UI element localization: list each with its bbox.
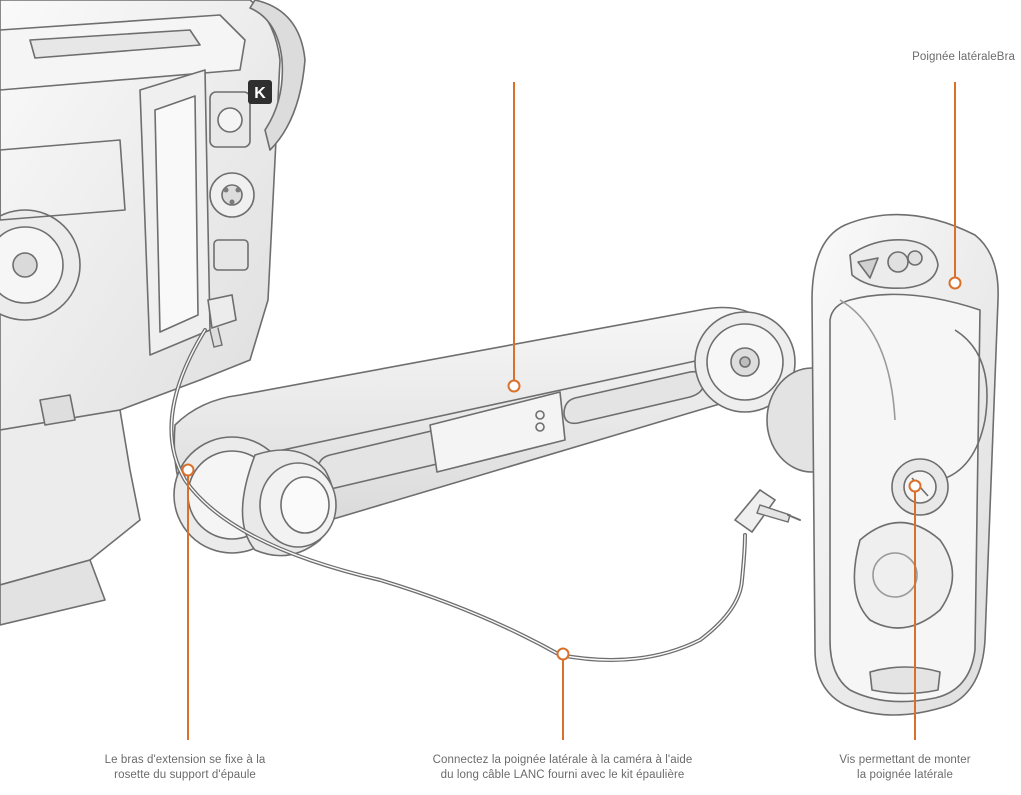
caption-mount-screw-line1: Vis permettant de monter	[839, 754, 971, 766]
caption-mount-screw: Vis permettant de monter la poignée laté…	[800, 753, 1010, 783]
callout-lines	[187, 82, 956, 740]
caption-side-handle: Poignée latéraleBra	[850, 50, 1015, 65]
callout-dot-rosette	[181, 463, 195, 477]
caption-extension-arm: Le bras d'extension se fixe à la rosette…	[60, 753, 310, 783]
caption-lanc-cable-line2: du long câble LANC fourni avec le kit ép…	[440, 769, 685, 781]
extension-arm	[173, 306, 796, 557]
caption-side-handle-text: Poignée latéraleBra	[912, 51, 1015, 63]
camera-model-badge: K	[248, 80, 272, 104]
caption-extension-arm-line1: Le bras d'extension se fixe à la	[104, 754, 266, 766]
side-handle	[766, 213, 999, 716]
caption-lanc-cable-line1: Connectez la poignée latérale à la camér…	[432, 754, 693, 766]
camera-badge-text: K	[254, 85, 266, 102]
lanc-cable	[169, 294, 801, 662]
caption-mount-screw-line2: la poignée latérale	[857, 769, 953, 781]
caption-lanc-cable: Connectez la poignée latérale à la camér…	[385, 753, 740, 783]
camera-body	[0, 0, 306, 626]
callout-dot-screw	[908, 479, 922, 493]
caption-extension-arm-line2: rosette du support d'épaule	[114, 769, 256, 781]
callout-dot-arm	[507, 379, 521, 393]
callout-dot-handle	[948, 276, 962, 290]
callout-dots	[181, 276, 962, 661]
callout-dot-cable	[556, 647, 570, 661]
